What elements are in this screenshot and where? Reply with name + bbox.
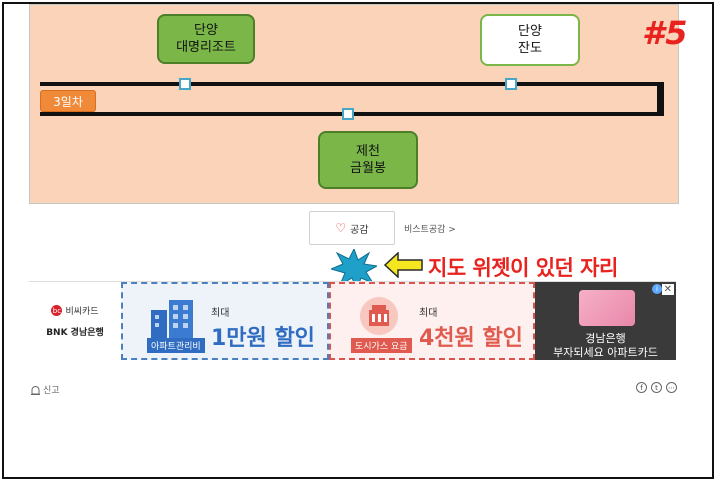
ad-offer-apartment[interactable]: 아파트관리비 최대 1만원 할인	[121, 282, 329, 360]
stop-line2: 잔도	[518, 41, 542, 56]
ad-banner[interactable]: bc 비씨카드 BNK 경남은행 아파트관리비 최대 1만원 할인 도시가스 요…	[29, 281, 676, 360]
bc-card-logo: bc 비씨카드	[51, 304, 99, 317]
map-node-3[interactable]	[342, 108, 354, 120]
siren-icon	[31, 385, 40, 395]
ad-offer-card[interactable]: 경남은행 부자되세요 아파트카드 i ✕	[535, 282, 676, 360]
stop-line1: 제천	[356, 144, 380, 159]
offer-line1: 경남은행	[585, 332, 626, 345]
like-label: 공감	[350, 224, 369, 236]
stop-line1: 단양	[194, 23, 218, 38]
arrow-left-icon	[384, 252, 423, 278]
bc-card-name: 비씨카드	[65, 307, 99, 317]
offer-line2: 부자되세요 아파트카드	[553, 346, 658, 359]
share-icons: f t ⋯	[636, 382, 677, 393]
stop-bubble-geumwolbong[interactable]: 제천 금월봉	[318, 131, 418, 189]
report-link[interactable]: 신고	[31, 383, 60, 396]
like-button[interactable]: ♡ 공감	[309, 211, 395, 245]
map-node-2[interactable]	[505, 78, 517, 90]
gas-bill-icon	[360, 297, 398, 335]
bnk-bank-name: BNK 경남은행	[46, 328, 104, 338]
stop-line2: 대명리조트	[176, 40, 236, 55]
offer-big: 1만원 할인	[211, 326, 315, 351]
step-label: #5	[642, 14, 689, 52]
route-line-end	[657, 82, 664, 116]
facebook-icon[interactable]: f	[636, 382, 647, 393]
offer-small: 최대	[419, 308, 438, 319]
burst-icon	[331, 249, 377, 289]
stop-line1: 단양	[518, 24, 542, 39]
stop-line2: 금월봉	[350, 161, 386, 176]
offer-big: 4천원 할인	[419, 326, 523, 351]
best-like-link[interactable]: 비스트공감 >	[404, 225, 456, 235]
day-badge: 3일차	[40, 90, 96, 112]
bc-logo-icon: bc	[51, 305, 63, 316]
report-label: 신고	[43, 386, 60, 396]
offer-tag: 도시가스 요금	[351, 338, 412, 353]
ad-offer-gas[interactable]: 도시가스 요금 최대 4천원 할인	[329, 282, 535, 360]
ad-brand: bc 비씨카드 BNK 경남은행	[29, 282, 121, 360]
route-line-top	[40, 82, 664, 86]
stop-bubble-jando[interactable]: 단양 잔도	[480, 14, 580, 66]
twitter-icon[interactable]: t	[651, 382, 662, 393]
offer-small: 최대	[211, 308, 230, 319]
credit-card-image	[579, 290, 635, 326]
heart-icon: ♡	[335, 221, 347, 235]
offer-tag: 아파트관리비	[147, 338, 205, 353]
annotation-note: 지도 위젯이 있던 자리	[428, 256, 618, 280]
building-icon	[151, 300, 193, 344]
map-node-1[interactable]	[179, 78, 191, 90]
ad-close-icon[interactable]: ✕	[661, 284, 674, 295]
stop-bubble-daemyung[interactable]: 단양 대명리조트	[157, 14, 255, 64]
ad-info-icon[interactable]: i	[652, 284, 662, 294]
more-icon[interactable]: ⋯	[666, 382, 677, 393]
